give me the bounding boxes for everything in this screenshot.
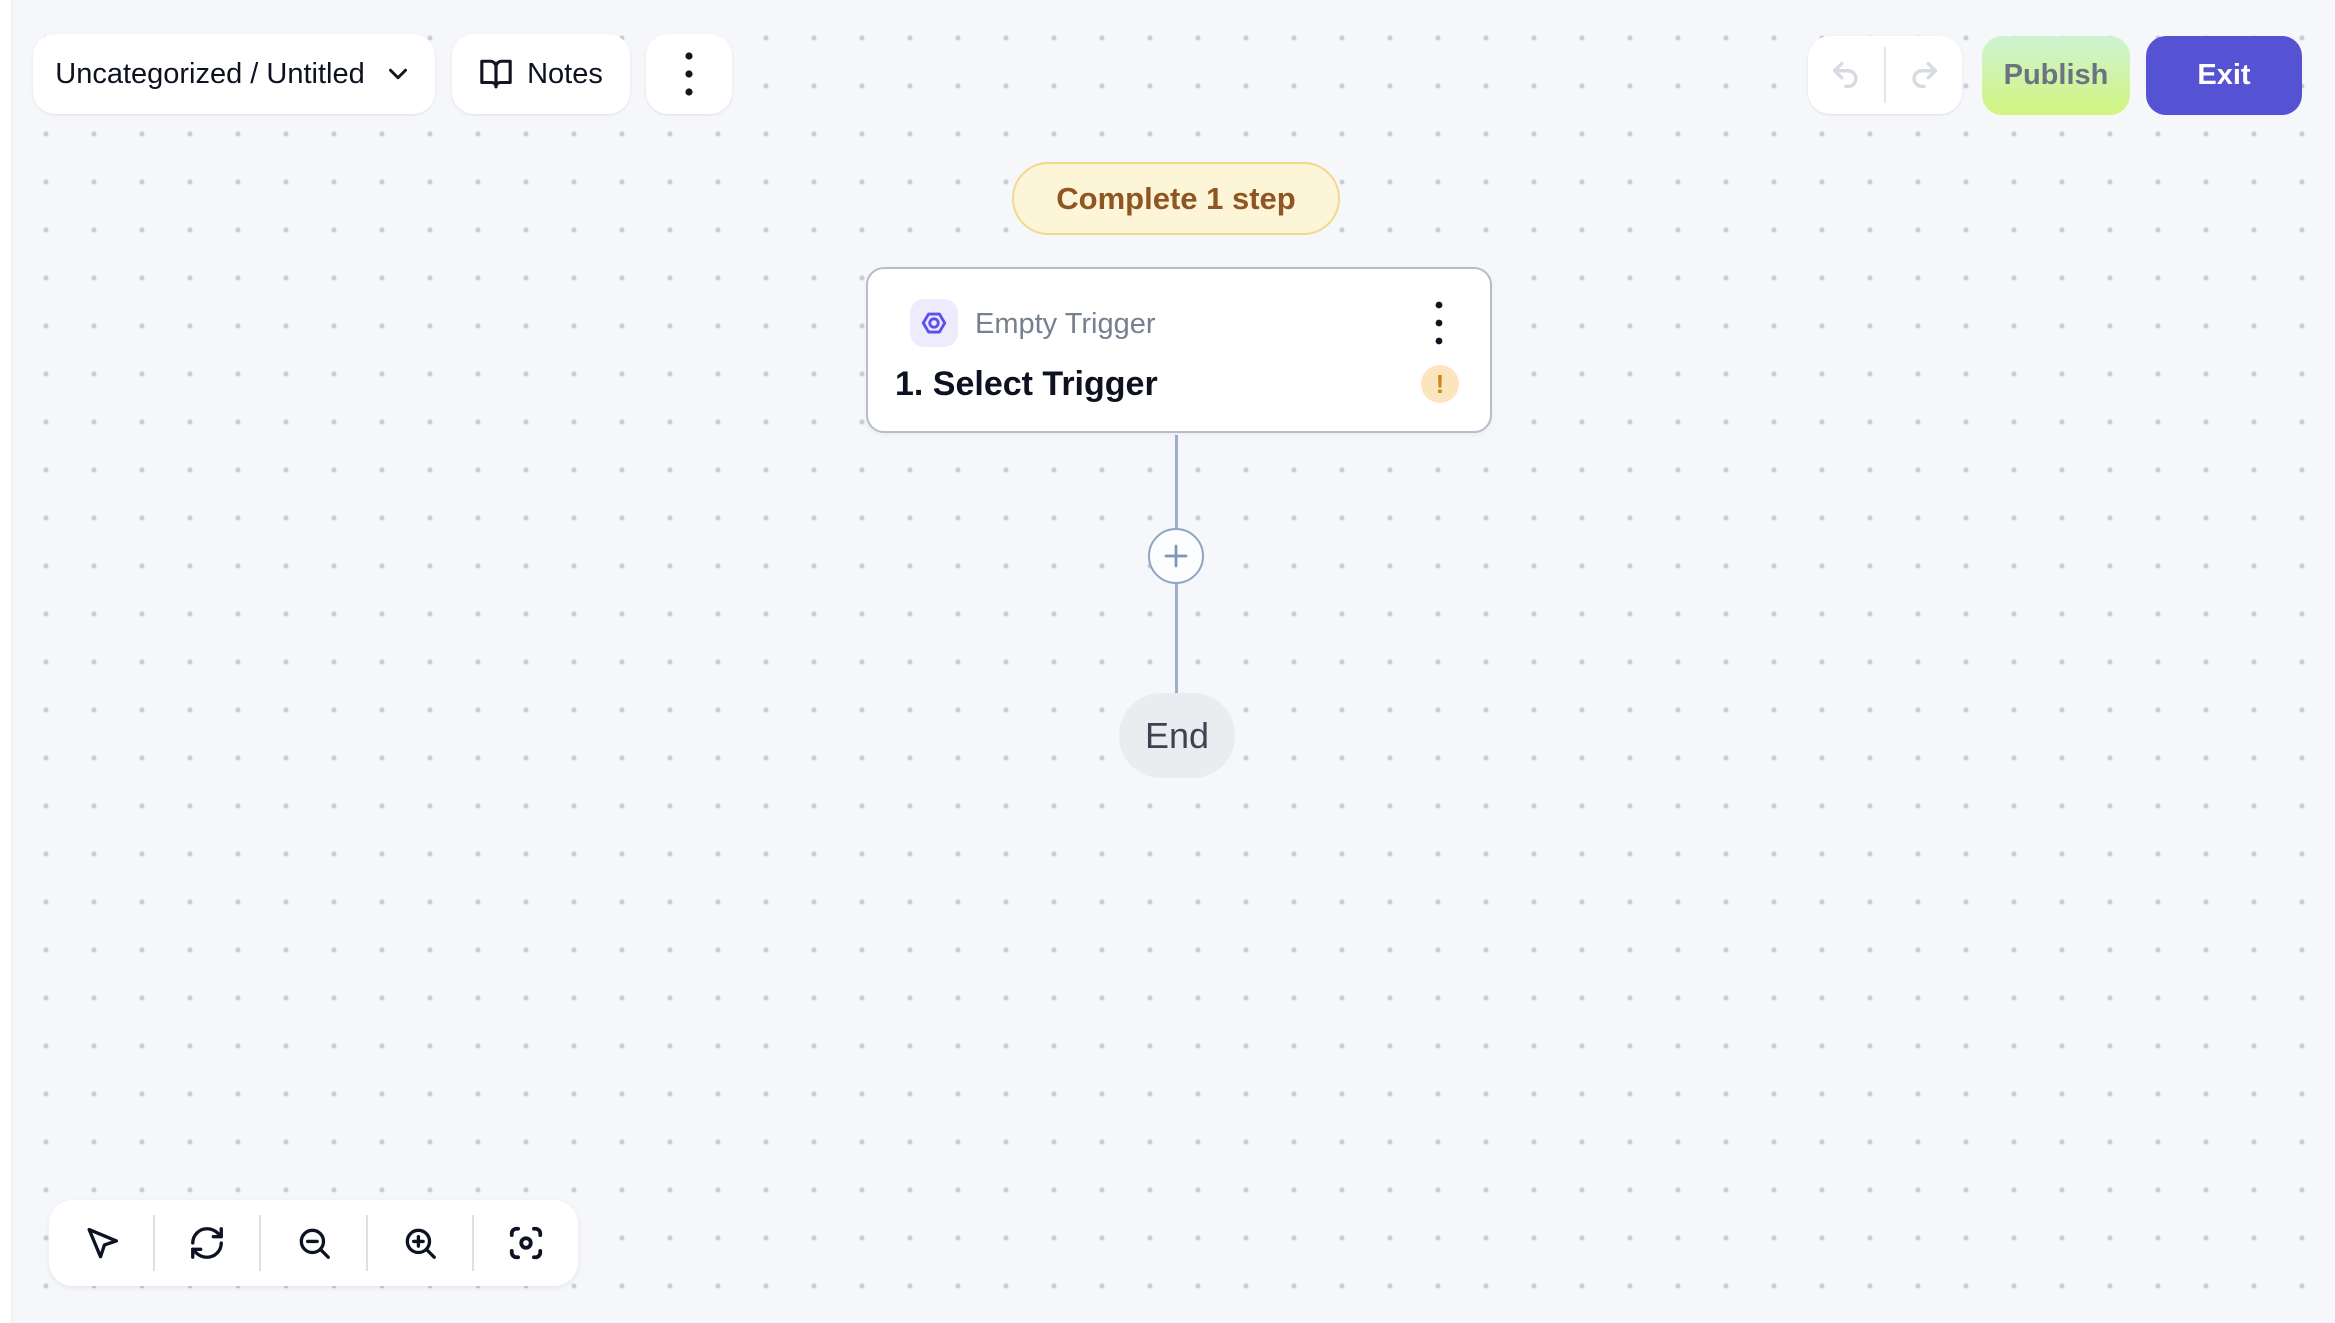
select-tool-button[interactable]: [49, 1200, 153, 1286]
refresh-view-button[interactable]: [155, 1200, 259, 1286]
notes-button[interactable]: Notes: [452, 34, 630, 114]
end-node-label: End: [1144, 714, 1210, 756]
warning-icon: !: [1421, 365, 1459, 403]
focus-center-icon: [507, 1224, 545, 1262]
trigger-node-title: 1. Select Trigger: [895, 365, 1158, 403]
kebab-menu-icon: [1434, 300, 1444, 346]
zoom-in-button[interactable]: [368, 1200, 472, 1286]
toolbar-divider: [153, 1215, 156, 1271]
redo-button[interactable]: [1886, 36, 1962, 114]
zoom-out-button[interactable]: [261, 1200, 365, 1286]
connector-line: [1175, 435, 1178, 528]
hexagon-nut-icon: [919, 308, 949, 338]
zoom-out-icon: [295, 1224, 333, 1262]
publish-button[interactable]: Publish: [1982, 36, 2130, 115]
undo-button[interactable]: [1808, 36, 1884, 114]
zoom-in-icon: [401, 1224, 439, 1262]
connector-line: [1175, 584, 1178, 693]
trigger-node-menu-button[interactable]: [1419, 295, 1459, 351]
toolbar-divider: [259, 1215, 262, 1271]
toolbar-divider: [471, 1215, 474, 1271]
trigger-node-card[interactable]: Empty Trigger 1. Select Trigger !: [866, 267, 1492, 433]
redo-icon: [1907, 58, 1941, 92]
fit-to-view-button[interactable]: [474, 1200, 578, 1286]
add-step-button[interactable]: [1148, 528, 1204, 584]
warning-exclamation: !: [1435, 368, 1445, 399]
left-edge-panel: [0, 0, 12, 1323]
refresh-icon: [188, 1224, 226, 1262]
plus-icon: [1161, 541, 1191, 571]
publish-button-label: Publish: [2003, 59, 2109, 91]
incomplete-steps-label: Complete 1 step: [1056, 180, 1296, 216]
history-divider: [1884, 47, 1886, 103]
kebab-menu-icon: [682, 48, 696, 100]
history-button-group: [1808, 36, 1962, 114]
exit-button[interactable]: Exit: [2146, 36, 2302, 115]
toolbar-divider: [365, 1215, 368, 1271]
project-selector-label: Uncategorized / Untitled: [55, 57, 365, 90]
undo-icon: [1829, 58, 1863, 92]
chevron-down-icon: [383, 59, 413, 89]
incomplete-steps-badge: Complete 1 step: [1012, 162, 1340, 235]
cursor-pointer-icon: [82, 1224, 120, 1262]
canvas-toolbar: [49, 1200, 578, 1286]
trigger-icon-tile: [910, 299, 958, 347]
topbar-menu-button[interactable]: [646, 34, 732, 114]
book-open-icon: [479, 57, 513, 91]
end-node: End: [1119, 693, 1235, 778]
exit-button-label: Exit: [2197, 59, 2251, 91]
project-selector-button[interactable]: Uncategorized / Untitled: [33, 34, 435, 114]
notes-button-label: Notes: [527, 57, 603, 90]
trigger-node-subtitle: Empty Trigger: [975, 308, 1156, 340]
